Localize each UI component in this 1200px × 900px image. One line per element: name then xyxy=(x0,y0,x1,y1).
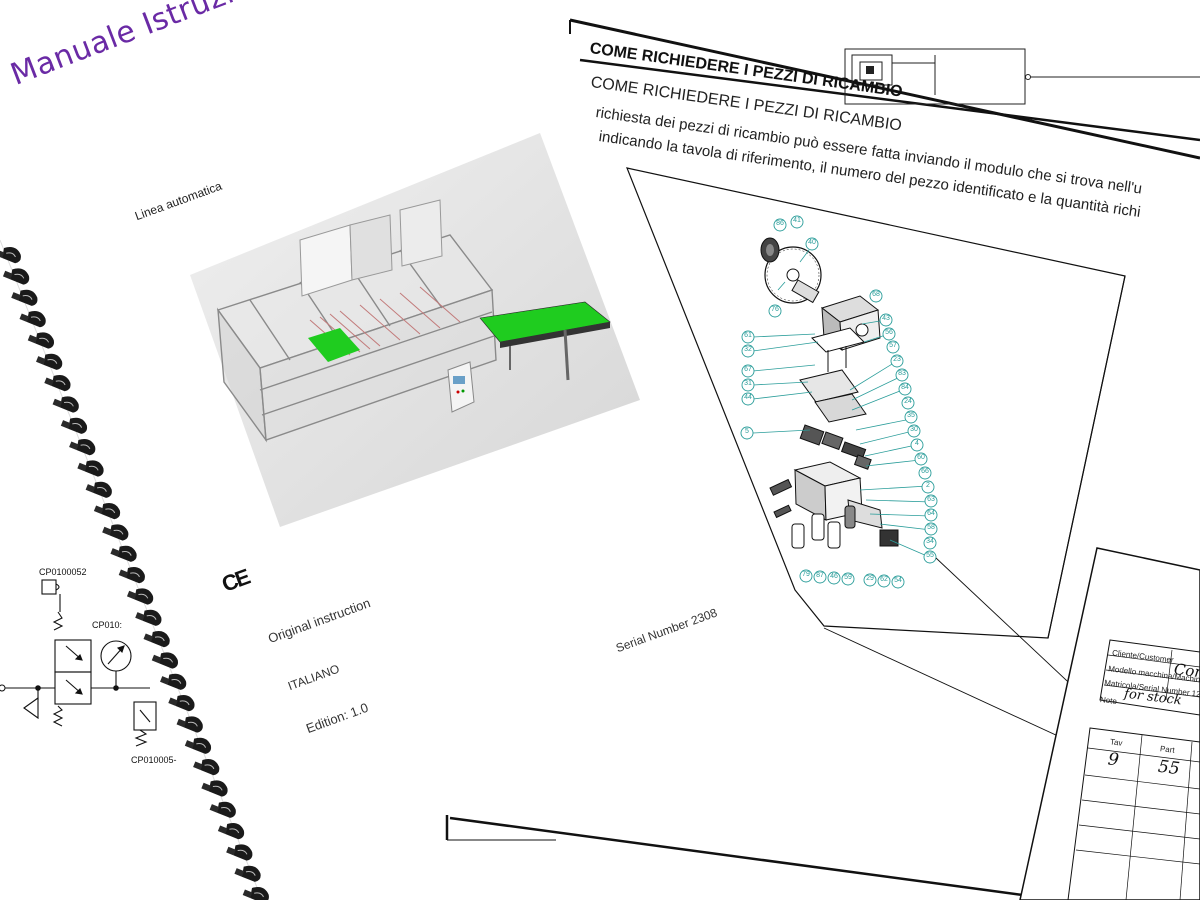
binding-ring xyxy=(126,588,154,605)
binding-ring xyxy=(234,865,261,882)
part-number-54: 54 xyxy=(894,577,902,584)
manual-cover: Manuale Istruzioni Linea automatica xyxy=(0,0,640,900)
part-number-30: 30 xyxy=(910,426,918,433)
part-number-86: 86 xyxy=(776,220,784,227)
binding-ring xyxy=(151,652,178,669)
part-number-34: 34 xyxy=(926,538,934,545)
binding-ring xyxy=(110,545,137,562)
binding-ring xyxy=(0,247,21,264)
part-callouts xyxy=(740,215,938,589)
part-number-44: 44 xyxy=(744,394,752,401)
spare-parts-page xyxy=(440,0,1200,900)
part-number-58: 58 xyxy=(927,524,935,531)
binding-ring xyxy=(143,631,170,648)
part-number-83: 83 xyxy=(898,370,906,377)
note-label: Note xyxy=(1099,695,1118,706)
part-number-84: 84 xyxy=(901,384,909,391)
part-number-24: 24 xyxy=(904,398,912,405)
binding-ring xyxy=(52,396,79,413)
part-number-35: 35 xyxy=(907,412,915,419)
callout-leaders xyxy=(752,249,933,557)
component-label-2: CP010: xyxy=(92,620,123,630)
part-number-63: 63 xyxy=(927,496,935,503)
binding-ring xyxy=(77,460,104,477)
binding-ring xyxy=(226,844,253,861)
binding-ring xyxy=(36,353,63,370)
part-number-60: 60 xyxy=(917,454,925,461)
binding-ring xyxy=(201,780,228,797)
part-number-87: 87 xyxy=(816,572,824,579)
part-number-59: 59 xyxy=(844,574,852,581)
binding-ring xyxy=(69,439,96,456)
part-number-46: 46 xyxy=(830,573,838,580)
order-form-sheet xyxy=(1019,547,1200,900)
binding-ring xyxy=(184,737,212,754)
exploded-view-drawing xyxy=(760,237,899,549)
binding-ring xyxy=(102,524,129,541)
binding-ring xyxy=(118,567,145,584)
part-number-76: 76 xyxy=(771,306,779,313)
part-number-41: 41 xyxy=(793,217,801,224)
binding-ring xyxy=(209,801,236,818)
binding-ring xyxy=(217,823,245,840)
component-label-3: CP010005- xyxy=(131,755,177,765)
part-number-55: 55 xyxy=(926,552,934,559)
part-number-40: 40 xyxy=(808,239,816,246)
binding-ring xyxy=(93,503,121,520)
binding-ring xyxy=(85,481,112,498)
binding-ring xyxy=(242,887,269,900)
machine-render xyxy=(190,133,640,527)
part-number-2: 2 xyxy=(926,482,930,489)
part-number-32: 32 xyxy=(744,346,752,353)
binding-ring xyxy=(168,695,195,712)
part-number-64: 64 xyxy=(927,510,935,517)
part-number-62: 62 xyxy=(880,576,888,583)
binding-ring xyxy=(2,268,30,285)
part-number-43: 43 xyxy=(882,315,890,322)
component-label-1: CP0100052 xyxy=(39,567,87,577)
binding-ring xyxy=(135,609,162,626)
part-column-label: Part xyxy=(1159,744,1176,755)
part-number-66: 66 xyxy=(921,468,929,475)
part-number-56: 56 xyxy=(885,329,893,336)
part-number-29: 29 xyxy=(866,575,874,582)
spiral-binding xyxy=(0,247,269,900)
part-number-79: 79 xyxy=(802,571,810,578)
binding-ring xyxy=(193,759,220,776)
binding-ring xyxy=(27,332,54,349)
part-number-31: 31 xyxy=(744,380,752,387)
part-number-4: 4 xyxy=(915,440,919,447)
pneumatic-schematic xyxy=(0,579,157,747)
part-number-61: 61 xyxy=(744,332,752,339)
binding-ring xyxy=(44,375,71,392)
part-number-23: 23 xyxy=(893,356,901,363)
part-number-5: 5 xyxy=(745,428,749,435)
order-row-table: 9 xyxy=(1106,749,1121,771)
part-number-68: 68 xyxy=(872,291,880,298)
binding-ring xyxy=(19,311,46,328)
binding-ring xyxy=(160,673,187,690)
part-number-57: 57 xyxy=(889,342,897,349)
binding-ring xyxy=(11,289,38,306)
table-column-label: Tav xyxy=(1109,737,1123,748)
order-row-part: 55 xyxy=(1156,756,1181,780)
binding-ring xyxy=(176,716,203,733)
binding-ring xyxy=(60,417,88,434)
part-number-67: 67 xyxy=(744,366,752,373)
